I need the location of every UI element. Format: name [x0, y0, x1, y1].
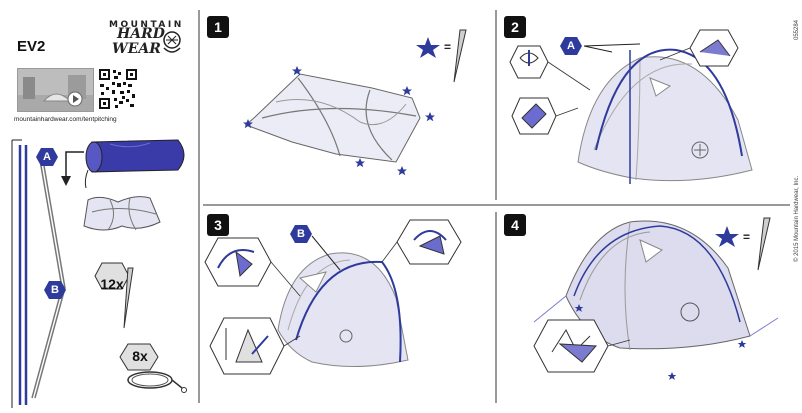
step-2-badge: 2 [504, 16, 526, 38]
guyline-icon [127, 371, 187, 393]
stuff-sack-icon [84, 139, 185, 189]
star-icon [715, 226, 739, 247]
copyright: © 2015 Mountain Hardwear, Inc. [794, 175, 800, 262]
pole-b-badge: B [44, 281, 66, 299]
brand-mountain: MOUNTAIN [109, 20, 184, 30]
stake-icon [453, 29, 467, 83]
play-icon[interactable] [67, 91, 83, 107]
step-2-pole-badge: A [560, 37, 582, 55]
pole-a-badge: A [36, 148, 58, 166]
step-4-equals: = [743, 230, 751, 244]
step-3-badge: 3 [207, 214, 229, 236]
qr-code-icon[interactable] [98, 68, 138, 110]
folded-tent-icon [83, 196, 161, 231]
stake-icon [123, 267, 134, 329]
step-1-badge: 1 [207, 16, 229, 38]
tent-pitching-url[interactable]: mountainhardwear.com/tentpitching [14, 116, 117, 123]
doc-code: 055284 [794, 19, 800, 40]
stake-count: 12x [100, 276, 124, 292]
guyline-count: 8x [132, 348, 148, 364]
step-4-badge: 4 [504, 214, 526, 236]
arrow-down-icon [61, 151, 84, 186]
star-icon [416, 37, 440, 58]
video-thumbnail[interactable] [17, 68, 94, 112]
brand-wear: WEAR [112, 41, 161, 57]
step-3-pole-badge: B [290, 225, 312, 243]
stake-icon [757, 217, 771, 271]
step-1-equals: = [444, 40, 452, 54]
brand-hard: HARD [117, 26, 165, 42]
model-name: EV2 [17, 38, 46, 55]
